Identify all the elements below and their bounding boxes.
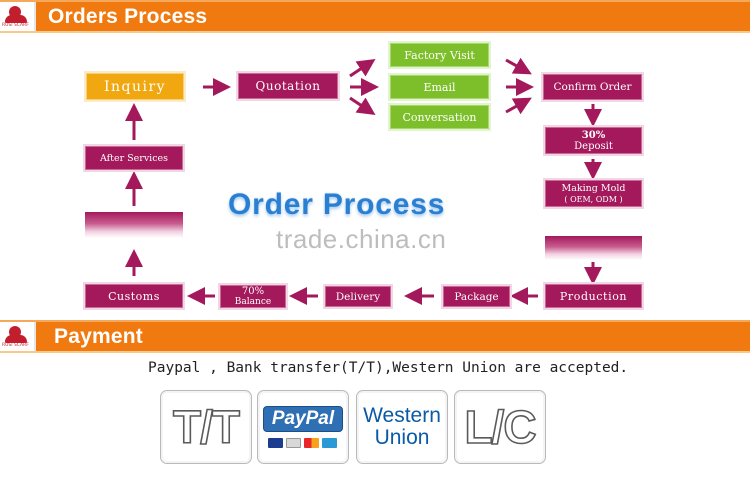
- step-after-services: After Services: [85, 146, 183, 170]
- visa-icon: [268, 438, 284, 448]
- step-email-label: Email: [423, 80, 456, 94]
- orders-process-title: Orders Process: [48, 5, 208, 28]
- western-union-line2: Union: [374, 426, 430, 449]
- step-obscured-right: [545, 236, 642, 260]
- step-factory-visit-label: Factory Visit: [404, 48, 475, 62]
- step-deposit-percent: 30%: [581, 129, 606, 141]
- arrow-quotation-to-factory-visit: [349, 59, 376, 78]
- payment-card-lc: L/C: [454, 390, 546, 464]
- step-delivery-label: Delivery: [335, 290, 381, 303]
- step-package: Package: [443, 286, 510, 307]
- orders-process-banner: RUSI SCARF Orders Process: [0, 0, 750, 33]
- step-conversation: Conversation: [390, 105, 489, 129]
- card-brand-icons: [268, 438, 338, 448]
- logo-figure-body: [5, 15, 27, 23]
- step-conversation-label: Conversation: [402, 110, 477, 124]
- step-making-mold: Making Mold ( OEM, ODM ): [545, 180, 642, 207]
- step-customs: Customs: [85, 284, 183, 308]
- paypal-logo: PayPal: [262, 406, 344, 448]
- step-confirm-order-label: Confirm Order: [553, 81, 632, 93]
- step-balance: 70% Balance: [220, 285, 286, 308]
- logo-figure-body: [5, 335, 27, 343]
- step-inquiry: Inquiry: [86, 73, 184, 100]
- step-production-label: Production: [559, 289, 628, 303]
- payment-card-tt: T/T: [160, 390, 252, 464]
- step-after-services-label: After Services: [99, 152, 169, 164]
- step-customs-label: Customs: [108, 289, 160, 303]
- arrow-conversation-to-confirm: [505, 97, 532, 115]
- step-making-mold-sub: ( OEM, ODM ): [564, 194, 623, 204]
- logo-text: RUSI SCARF: [2, 343, 29, 348]
- step-confirm-order: Confirm Order: [543, 74, 642, 100]
- step-quotation-label: Quotation: [255, 79, 321, 93]
- brand-logo: RUSI SCARF: [0, 2, 36, 31]
- paypal-logo-text: PayPal: [262, 406, 344, 432]
- payment-card-paypal: PayPal: [257, 390, 349, 464]
- step-balance-percent: 70%: [241, 285, 265, 297]
- lc-logo-text: L/C: [464, 400, 538, 454]
- step-delivery: Delivery: [325, 286, 391, 307]
- western-union-logo: Western Union: [363, 405, 441, 449]
- step-obscured-left: [85, 212, 183, 238]
- watermark-text: trade.china.cn: [276, 224, 447, 254]
- logo-text: RUSI SCARF: [2, 23, 29, 28]
- mastercard-icon: [304, 438, 320, 448]
- step-inquiry-label: Inquiry: [103, 78, 167, 95]
- step-deposit: 30% Deposit: [545, 127, 642, 154]
- arrow-factory-visit-to-confirm: [505, 57, 532, 75]
- step-making-mold-label: Making Mold: [561, 182, 626, 194]
- step-factory-visit: Factory Visit: [390, 43, 489, 67]
- western-union-line1: Western: [363, 404, 441, 427]
- payment-card-western-union: Western Union: [356, 390, 448, 464]
- step-deposit-label: Deposit: [574, 140, 613, 152]
- step-production: Production: [545, 284, 642, 308]
- step-balance-label: Balance: [234, 296, 272, 307]
- arrow-quotation-to-conversation: [349, 96, 376, 115]
- payment-title: Payment: [54, 325, 143, 348]
- bank-card-icon: [286, 438, 302, 448]
- tt-logo-text: T/T: [172, 400, 241, 454]
- step-email: Email: [390, 75, 489, 99]
- brand-logo-payment: RUSI SCARF: [0, 322, 36, 351]
- payment-banner: RUSI SCARF Payment: [0, 320, 750, 353]
- amex-icon: [322, 438, 338, 448]
- order-process-heading: Order Process: [228, 188, 446, 221]
- step-quotation: Quotation: [238, 73, 338, 99]
- payment-accepted-text: Paypal , Bank transfer(T/T),Western Unio…: [148, 360, 629, 376]
- step-package-label: Package: [454, 290, 499, 303]
